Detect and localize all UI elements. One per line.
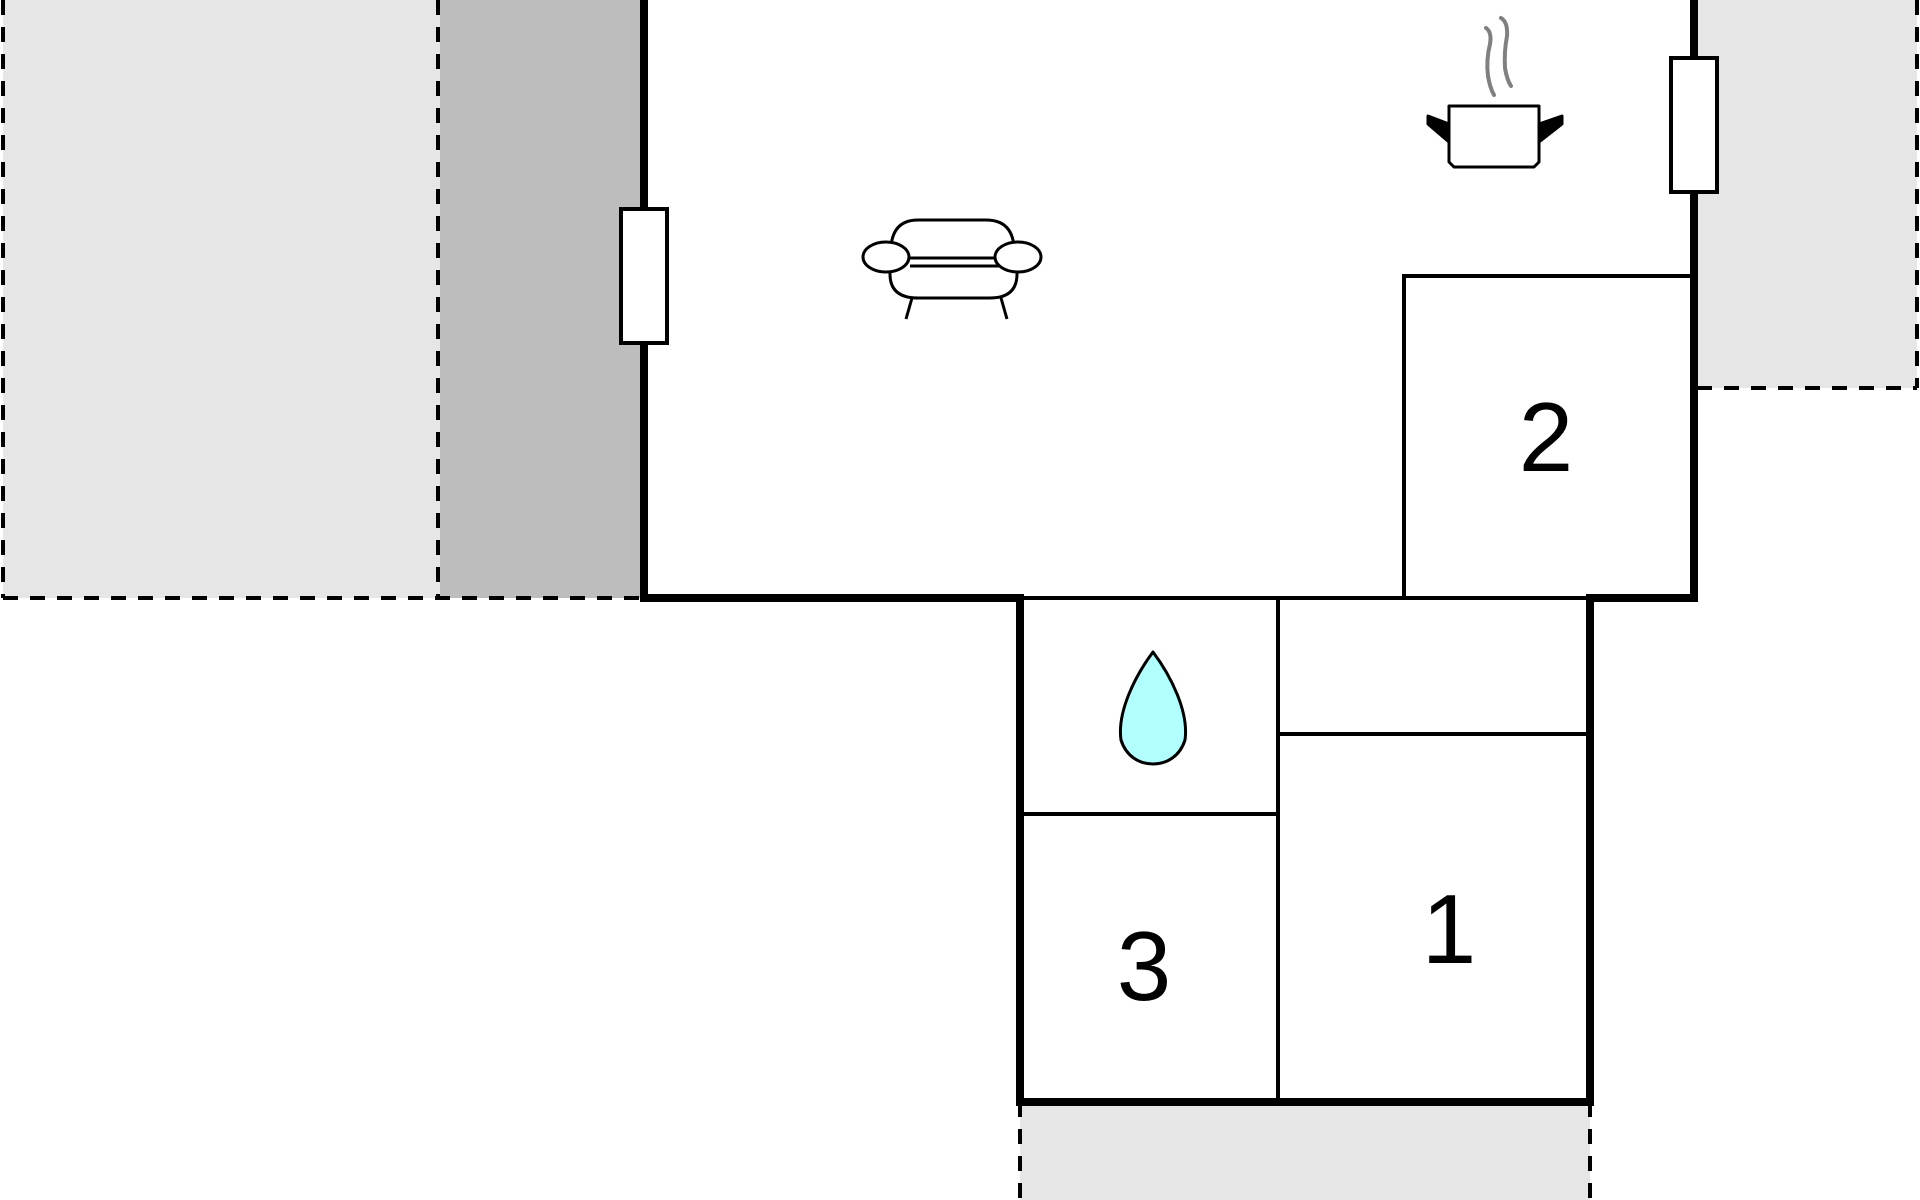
water-drop-icon [1118,650,1188,766]
room-3-label: 3 [1117,911,1172,1021]
cooking-pot-icon [1426,16,1564,169]
interior-walls [1020,274,1694,1102]
room-1-label: 1 [1422,874,1477,984]
room-2-label: 2 [1519,382,1574,492]
terrace-bottom [1020,1102,1590,1200]
window-left-icon [619,207,669,345]
window-right-icon [1669,56,1719,194]
exterior-walls [640,0,1698,1106]
terrace-right [1697,0,1917,388]
sofa-icon [861,218,1043,320]
terrace-left-light [3,0,440,598]
terrace-left-dark [440,0,643,598]
terrace-areas [3,0,1917,1200]
